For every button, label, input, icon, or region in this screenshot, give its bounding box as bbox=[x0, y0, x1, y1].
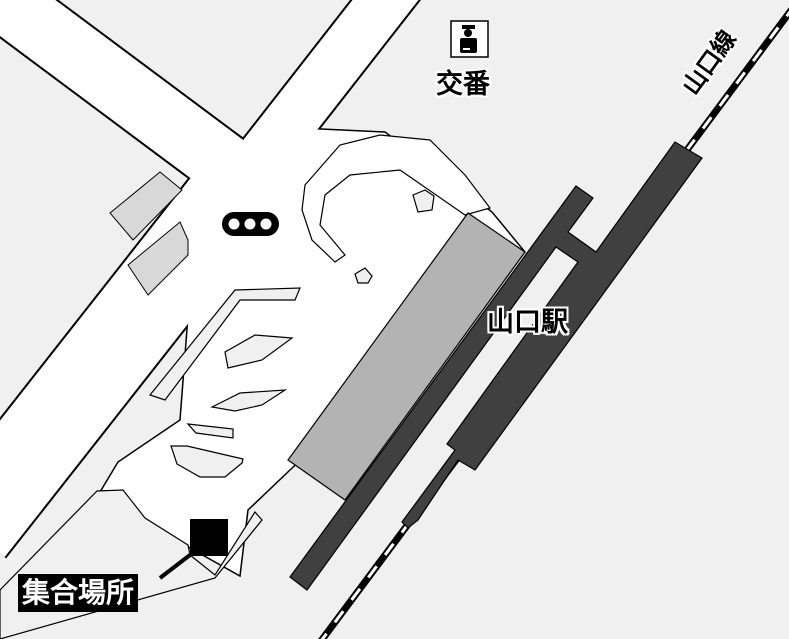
meeting-point-label: 集合場所 bbox=[18, 574, 139, 612]
plaza-island bbox=[354, 267, 373, 284]
station-platform bbox=[289, 141, 703, 591]
police-box-label: 交番 bbox=[436, 69, 490, 100]
plaza-island bbox=[186, 423, 234, 439]
station-label: 山口駅 bbox=[487, 307, 568, 338]
traffic-light-icon bbox=[222, 212, 279, 236]
parking-area bbox=[127, 221, 189, 296]
plaza-island bbox=[301, 134, 492, 263]
police-box-icon bbox=[450, 20, 489, 58]
station-building bbox=[287, 212, 526, 501]
plaza-island bbox=[210, 389, 288, 412]
meeting-point-leader bbox=[158, 553, 192, 580]
plaza-island bbox=[224, 334, 294, 369]
plaza-island bbox=[148, 287, 301, 401]
plaza-island bbox=[412, 189, 435, 213]
meeting-point-marker[interactable] bbox=[190, 519, 228, 556]
plaza-island bbox=[170, 445, 244, 478]
parking-area bbox=[109, 171, 183, 241]
